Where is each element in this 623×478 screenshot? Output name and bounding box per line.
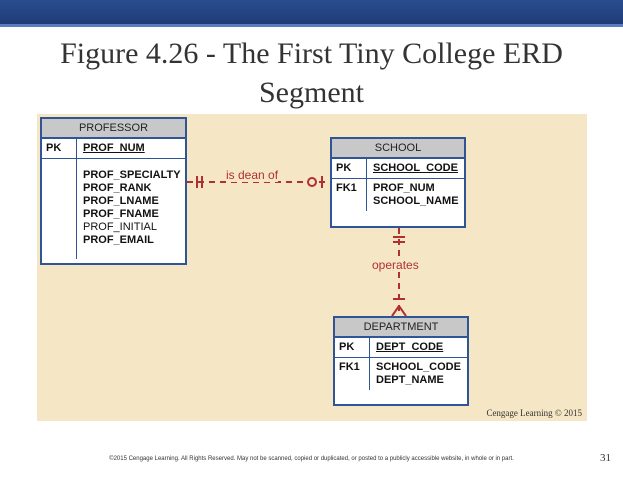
attribute-list: PROF_SPECIALTY PROF_RANK PROF_LNAME PROF… [77,159,187,259]
top-banner-accent [0,24,623,27]
pk-attribute: SCHOOL_CODE [373,162,458,174]
relationship-label-is-dean-of: is dean of [226,168,279,182]
pk-attribute: PROF_NUM [83,142,145,154]
attribute: PROF_SPECIALTY [83,169,181,181]
entity-department-name: DEPARTMENT [363,321,439,333]
attribute: PROF_EMAIL [83,234,154,246]
attribute: PROF_LNAME [83,195,159,207]
crows-foot [391,305,400,317]
attribute: PROF_INITIAL [83,221,157,233]
slide-title-line-1: Figure 4.26 - The First Tiny College ERD [60,37,563,70]
pk-attribute: DEPT_CODE [376,341,444,353]
erd-diagram: PROFESSOR PK PROF_NUM PROF_SPECIALTY PRO… [37,114,587,421]
entity-school-header: SCHOOL [332,139,464,159]
attribute: PROF_NUM [373,182,435,194]
image-credit: Cengage Learning © 2015 [486,408,582,418]
attribute: PROF_FNAME [83,208,159,220]
key-label-empty [42,159,77,259]
entity-school-name: SCHOOL [374,142,422,154]
entity-department-header: DEPARTMENT [335,318,467,338]
fk-label: FK1 [332,179,367,211]
pk-label: PK [332,159,367,178]
attribute: PROF_RANK [83,182,152,194]
top-banner [0,0,623,24]
pk-label: PK [335,338,370,357]
copyright-footer: ©2015 Cengage Learning. All Rights Reser… [109,456,514,462]
entity-professor-header: PROFESSOR [42,119,185,139]
relationship-operates [391,228,407,317]
fk-label: FK1 [335,358,370,390]
attribute: DEPT_NAME [376,374,444,386]
attribute: SCHOOL_CODE [376,361,461,373]
entity-school-pk-row: PK SCHOOL_CODE [332,159,464,179]
entity-department-fk-row: FK1 SCHOOL_CODE DEPT_NAME [335,358,467,390]
entity-professor: PROFESSOR PK PROF_NUM PROF_SPECIALTY PRO… [40,117,187,265]
optional-circle [307,177,317,187]
entity-school: SCHOOL PK SCHOOL_CODE FK1 PROF_NUM SCHOO… [330,137,466,228]
attribute-list: SCHOOL_CODE DEPT_NAME [370,358,467,390]
entity-professor-attr-row: PROF_SPECIALTY PROF_RANK PROF_LNAME PROF… [42,159,185,259]
entity-department-pk-row: PK DEPT_CODE [335,338,467,358]
entity-professor-name: PROFESSOR [78,122,149,134]
entity-professor-pk-row: PK PROF_NUM [42,139,185,159]
crows-foot [398,305,407,317]
entity-school-fk-row: FK1 PROF_NUM SCHOOL_NAME [332,179,464,211]
pk-label: PK [42,139,77,158]
entity-department: DEPARTMENT PK DEPT_CODE FK1 SCHOOL_CODE … [333,316,469,406]
slide-title-line-2: Segment [259,76,364,109]
attribute-list: PROF_NUM SCHOOL_NAME [367,179,465,211]
attribute: SCHOOL_NAME [373,195,459,207]
page-number: 31 [600,452,611,464]
relationship-label-operates: operates [372,258,419,272]
slide-title: Figure 4.26 - The First Tiny College ERD… [0,34,623,112]
